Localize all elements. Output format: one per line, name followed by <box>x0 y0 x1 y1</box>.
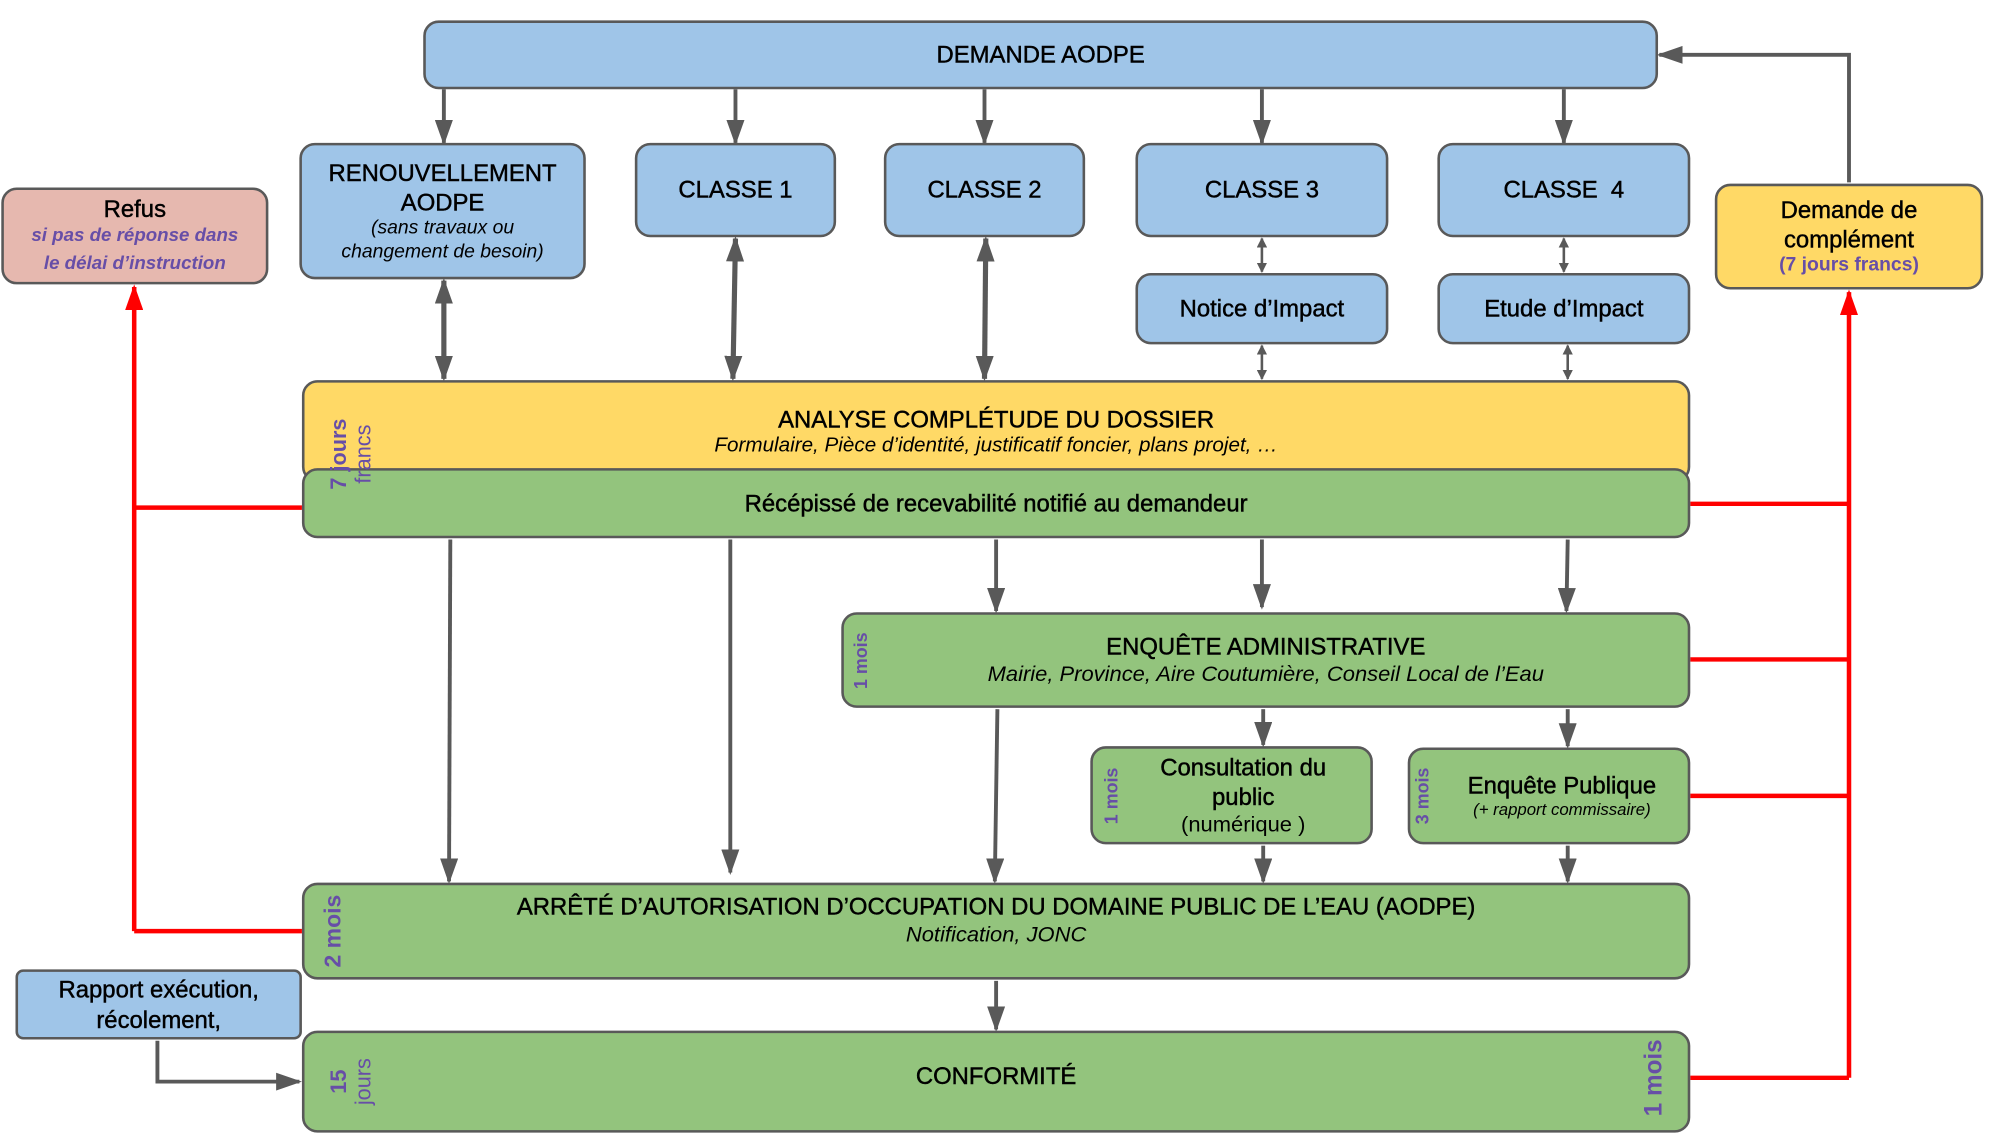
notice-impact-box: Notice d’Impact <box>1135 272 1389 345</box>
classe-title: CLASSE 2 <box>927 176 1042 204</box>
arrow-rapport-conformite <box>155 1040 302 1091</box>
gray-arrows <box>155 45 1851 1091</box>
analyse-title: ANALYSE COMPLÉTUDE DU DOSSIER <box>778 405 1215 433</box>
complement-title-2: complément <box>1783 225 1914 253</box>
classe-2-box: CLASSE 2 <box>883 142 1086 238</box>
classe-title: CLASSE 1 <box>678 176 793 204</box>
duration-line: francs <box>350 424 376 484</box>
consultation-note: (numérique ) <box>1181 812 1306 837</box>
enquete-publique-box: Enquête Publique (+ rapport commissaire) <box>1407 747 1691 845</box>
refus-note-2: le délai d’instruction <box>43 253 226 274</box>
classe-title: CLASSE 4 <box>1503 176 1625 204</box>
arrete-duration: 2 mois <box>319 894 346 968</box>
complement-note: (7 jours francs) <box>1779 254 1919 276</box>
refus-title: Refus <box>103 194 167 222</box>
demande-aodpe-box: DEMANDE AODPE <box>423 20 1659 90</box>
arrow-recepisse-arrete-1 <box>440 539 459 884</box>
renouvellement-note: (sans travaux ou <box>371 216 515 239</box>
refus-box: Refus si pas de réponse dans le délai d’… <box>1 187 269 285</box>
enquete-admin-subtitle: Mairie, Province, Aire Coutumière, Conse… <box>987 662 1544 687</box>
enquete-admin-duration: 1 mois <box>850 632 871 689</box>
rapport-title-2: récolement, <box>96 1005 222 1033</box>
duration-line: jours <box>350 1058 376 1106</box>
recepisse-box: Récépissé de recevabilité notifié au dem… <box>301 468 1691 539</box>
renouvellement-title-2: AODPE <box>400 188 485 216</box>
etude-title: Etude d’Impact <box>1484 295 1644 322</box>
conformite-box: CONFORMITÉ <box>301 1030 1691 1133</box>
complement-title: Demande de <box>1780 196 1918 224</box>
enquete-administrative-box: ENQUÊTE ADMINISTRATIVE Mairie, Province,… <box>841 612 1691 708</box>
analyse-duration: 7 jours francs <box>326 418 376 490</box>
enquete-publique-note: (+ rapport commissaire) <box>1473 800 1651 820</box>
enquete-admin-title: ENQUÊTE ADMINISTRATIVE <box>1106 633 1426 660</box>
arrow-classe1-analyse <box>724 235 745 382</box>
renouvellement-title: RENOUVELLEMENT <box>328 158 557 186</box>
enquete-publique-duration: 3 mois <box>1411 767 1433 825</box>
demande-complement-box: Demande de complément (7 jours francs) <box>1714 183 1984 290</box>
classe-4-box: CLASSE 4 <box>1437 142 1691 238</box>
renouvellement-box: RENOUVELLEMENT AODPE (sans travaux ou ch… <box>299 142 586 280</box>
arrow-complement-demande <box>1656 45 1851 183</box>
consultation-title: Consultation du <box>1160 753 1327 781</box>
refus-note: si pas de réponse dans <box>31 225 239 246</box>
consultation-title-2: public <box>1212 782 1275 810</box>
conformite-duration-right: 1 mois <box>1640 1039 1668 1117</box>
conformite-title: CONFORMITÉ <box>915 1063 1077 1090</box>
classe-title: CLASSE 3 <box>1204 176 1320 204</box>
duration-line: 7 jours <box>326 418 352 490</box>
arrete-subtitle: Notification, JONC <box>905 922 1087 947</box>
rapport-title: Rapport exécution, <box>58 976 259 1004</box>
consultation-duration: 1 mois <box>1100 767 1122 825</box>
demande-title: DEMANDE AODPE <box>936 41 1145 69</box>
recepisse-title: Récépissé de recevabilité notifié au dem… <box>744 489 1248 517</box>
arrow-classe2-analyse <box>975 235 995 382</box>
arrete-box: ARRÊTÉ D’AUTORISATION D’OCCUPATION DU DO… <box>301 882 1691 980</box>
analyse-subtitle: Formulaire, Pièce d’identité, justificat… <box>714 435 1278 457</box>
arrow-enquete-arrete <box>986 709 1005 884</box>
arrow-recepisse-enquete-3 <box>1557 539 1576 614</box>
notice-title: Notice d’Impact <box>1179 295 1345 322</box>
analyse-box: ANALYSE COMPLÉTUDE DU DOSSIER Formulaire… <box>301 380 1691 483</box>
etude-impact-box: Etude d’Impact <box>1437 272 1691 345</box>
arrete-title: ARRÊTÉ D’AUTORISATION D’OCCUPATION DU DO… <box>516 892 1476 920</box>
enquete-publique-title: Enquête Publique <box>1467 772 1657 799</box>
rapport-box: Rapport exécution, récolement, <box>15 969 302 1040</box>
red-lines <box>125 284 1859 1081</box>
classe-1-box: CLASSE 1 <box>634 142 837 238</box>
renouvellement-note-2: changement de besoin) <box>341 240 544 263</box>
consultation-public-box: Consultation du public (numérique ) <box>1090 746 1373 845</box>
duration-line: 15 <box>326 1069 352 1094</box>
classe-3-box: CLASSE 3 <box>1135 142 1389 238</box>
conformite-duration-left: 15 jours <box>326 1058 376 1106</box>
